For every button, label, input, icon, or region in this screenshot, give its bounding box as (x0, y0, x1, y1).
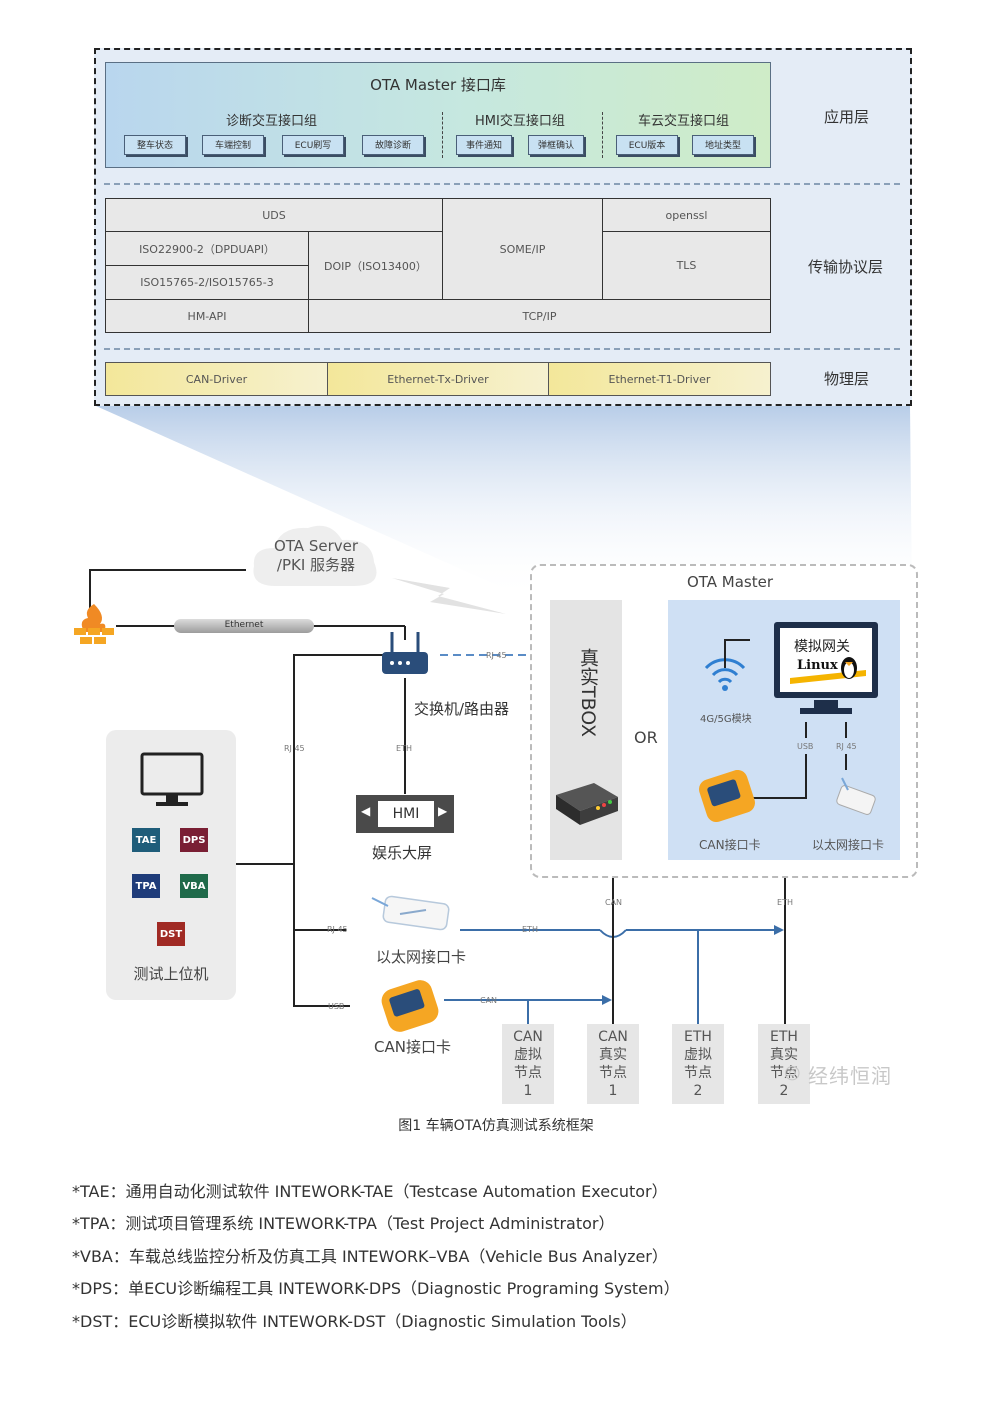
test-pc-caption: 测试上位机 (133, 965, 209, 983)
api-chip: 车端控制 (202, 135, 264, 155)
ota-master-title: OTA Master (686, 573, 774, 591)
usb-wire (805, 722, 807, 738)
api-chip: 故障诊断 (362, 135, 424, 155)
legend-tae: *TAE：通用自动化测试软件 INTEWORK-TAE（Testcase Aut… (72, 1182, 668, 1201)
tbox-device-icon (556, 783, 618, 825)
vba-logo: VBA (180, 874, 208, 898)
layer-label-transport: 传输协议层 (808, 258, 884, 276)
wifi-icon (704, 639, 750, 691)
api-chip: 事件通知 (456, 135, 512, 155)
protocol-someip: SOME/IP (442, 198, 603, 300)
system-wiring (89, 569, 786, 1024)
legend-tpa: *TPA：测试项目管理系统 INTEWORK-TPA（Test Project … (72, 1214, 615, 1233)
eth-card-icon-inner (836, 777, 876, 815)
group-title-diagnostic: 诊断交互接口组 (226, 114, 318, 129)
group-title-hmi: HMI交互接口组 (475, 114, 565, 129)
can-master-label: CAN (605, 898, 623, 907)
switch-label: 交换机/路由器 (414, 700, 510, 718)
layer-label-physical: 物理层 (824, 370, 870, 388)
dst-logo: DST (157, 922, 185, 946)
sim-gateway-label: 模拟网关 (794, 639, 850, 655)
app-library-title: OTA Master 接口库 (370, 76, 506, 94)
layer-label-application: 应用层 (824, 108, 870, 126)
protocol-iso22900: ISO22900-2（DPDUAPI） (105, 231, 309, 266)
protocol-iso15765: ISO15765-2/ISO15765-3 (105, 265, 309, 300)
layer-divider (104, 183, 900, 185)
can-card-label: CAN接口卡 (374, 1038, 451, 1056)
firewall-icon (74, 604, 114, 644)
usb-card-label: USB (328, 1002, 345, 1011)
api-chip: 地址类型 (692, 135, 754, 155)
rj45-top-label: RJ 45 (486, 651, 507, 660)
driver-ethernet-tx: Ethernet-Tx-Driver (327, 362, 549, 396)
eth-card-inner-label: 以太网接口卡 (812, 838, 885, 852)
protocol-hm-api: HM-API (105, 299, 309, 333)
ethernet-label: Ethernet (224, 620, 264, 630)
api-chip: 弹框确认 (528, 135, 584, 155)
zoom-projection (96, 406, 912, 600)
test-pc-panel (106, 730, 236, 1000)
watermark: 经纬恒润 (808, 1064, 892, 1088)
legend-dst: *DST：ECU诊断模拟软件 INTEWORK-DST（Diagnostic S… (72, 1312, 637, 1331)
eth-card-label: 以太网接口卡 (376, 948, 467, 966)
can-card-icon-inner (699, 770, 755, 823)
eth-card-icon (371, 895, 450, 931)
pc-monitor-icon (140, 752, 204, 806)
protocol-doip: DOIP（ISO13400） (308, 231, 443, 300)
legend-dps: *DPS：单ECU诊断编程工具 INTEWORK-DPS（Diagnostic … (72, 1279, 680, 1298)
router-icon (382, 632, 428, 674)
group-divider (442, 112, 443, 158)
group-title-cloud: 车云交互接口组 (638, 114, 730, 129)
rj45-card-label: RJ 45 (327, 925, 348, 934)
api-chip: ECU刷写 (282, 135, 344, 155)
hmi-label: HMI (378, 801, 434, 827)
ethernet-cable (174, 619, 314, 633)
eth-switch-label: ETH (396, 744, 412, 753)
can-card-icon (381, 980, 439, 1032)
gateway-card-wires (752, 754, 847, 799)
rj45-inner-label: RJ 45 (836, 742, 857, 751)
protocol-tls: TLS (602, 231, 771, 300)
eth-card-line-label: ETH (522, 925, 538, 934)
ota-server-label: OTA Server /PKI 服务器 (273, 537, 359, 574)
layer-divider (104, 348, 900, 350)
monitor-icon (774, 622, 878, 714)
eth-master-label: ETH (777, 898, 793, 907)
module-4g5g-label: 4G/5G模块 (700, 714, 752, 725)
tpa-logo: TPA (132, 874, 160, 898)
wechat-icon: ◎ (784, 1061, 801, 1083)
real-tbox-label: 真实TBOX (577, 648, 599, 738)
legend-vba: *VBA：车载总线监控分析及仿真工具 INTEWORK–VBA（Vehicle … (72, 1247, 668, 1266)
cloud-icon (253, 525, 377, 586)
tae-logo: TAE (132, 828, 160, 852)
hmi-caption: 娱乐大屏 (372, 844, 433, 862)
rj45-wire (845, 722, 847, 738)
protocol-tcpip: TCP/IP (308, 299, 771, 333)
protocol-uds: UDS (105, 198, 443, 232)
driver-can: CAN-Driver (105, 362, 328, 396)
group-divider (602, 112, 603, 158)
linux-penguin-icon (841, 657, 857, 679)
usb-inner-label: USB (797, 742, 814, 751)
driver-ethernet-t1: Ethernet-T1-Driver (548, 362, 771, 396)
api-chip: ECU版本 (616, 135, 678, 155)
or-label: OR (634, 728, 658, 747)
dps-logo: DPS (180, 828, 208, 852)
protocol-openssl: openssl (602, 198, 771, 232)
can-card-line-label: CAN (480, 996, 498, 1005)
linux-label: Linux (797, 658, 838, 673)
figure-caption: 图1 车辆OTA仿真测试系统框架 (398, 1118, 594, 1134)
rj45-left-label: RJ 45 (284, 744, 305, 753)
api-chip: 整车状态 (124, 135, 186, 155)
left-arrow-icon: ◀ (361, 804, 371, 818)
can-card-inner-label: CAN接口卡 (699, 838, 761, 852)
right-arrow-icon: ▶ (438, 804, 448, 818)
